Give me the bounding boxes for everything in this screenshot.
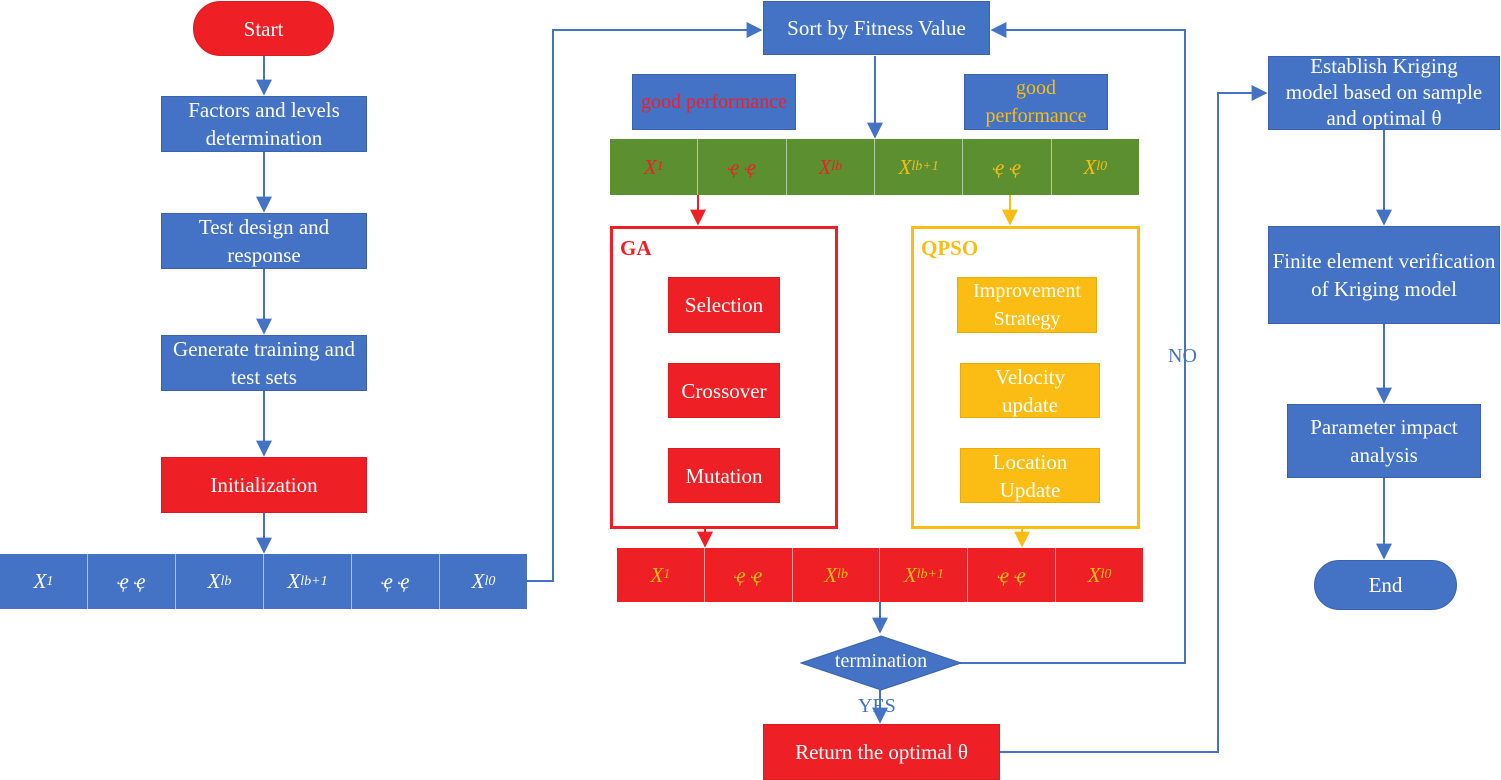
end-terminal: End xyxy=(1314,560,1457,610)
start-label: Start xyxy=(243,16,284,41)
return-optimal-label: Return the optimal θ xyxy=(795,740,968,764)
good-performance-qpso-box: good performance xyxy=(964,74,1108,130)
mutation-box: Mutation xyxy=(668,448,780,503)
population-cell: ҿ ҿ xyxy=(88,554,176,609)
termination-label: termination xyxy=(834,650,928,672)
generate-sets-label: Generate training and test sets xyxy=(173,337,355,389)
parameter-impact-box: Parameter impact analysis xyxy=(1287,404,1481,478)
updated-cell: ҿ ҿ xyxy=(705,548,793,602)
ga-title: GA xyxy=(620,236,652,260)
qpso-title: QPSO xyxy=(921,236,979,260)
location-update-label: Location Update xyxy=(992,449,1068,502)
test-design-label: Test design and response xyxy=(198,215,330,267)
generate-sets-box: Generate training and test sets xyxy=(161,335,367,391)
return-optimal-box: Return the optimal θ xyxy=(763,724,1000,780)
good-performance-ga-label: good performance xyxy=(640,91,788,113)
sort-fitness-box: Sort by Fitness Value xyxy=(763,1,990,55)
termination-diamond xyxy=(800,635,962,691)
no-label: NO xyxy=(1168,345,1197,367)
sorted-cell: ҿ ҿ xyxy=(963,139,1052,195)
sorted-cell: ҿ ҿ xyxy=(698,139,787,195)
initialization-box: Initialization xyxy=(161,457,367,513)
good-performance-ga-box: good performance xyxy=(632,74,796,130)
crossover-label: Crossover xyxy=(681,378,767,403)
updated-cell: ҿ ҿ xyxy=(968,548,1057,602)
crossover-box: Crossover xyxy=(668,363,780,418)
establish-kriging-box: Establish Kriging model based on sample … xyxy=(1268,56,1500,130)
parameter-impact-label: Parameter impact analysis xyxy=(1310,415,1458,467)
start-terminal: Start xyxy=(193,1,334,56)
sort-fitness-label: Sort by Fitness Value xyxy=(787,16,966,40)
population-cell: ҿ ҿ xyxy=(352,554,440,609)
velocity-update-label: Velocity update xyxy=(995,364,1065,417)
fem-verification-box: Finite element verification of Kriging m… xyxy=(1268,226,1500,324)
good-performance-qpso-label: good performance xyxy=(985,77,1087,127)
test-design-box: Test design and response xyxy=(161,213,367,269)
yes-label: YES xyxy=(858,695,896,717)
improvement-strategy-box: Improvement Strategy xyxy=(957,277,1097,333)
establish-kriging-label: Establish Kriging model based on sample … xyxy=(1285,56,1483,130)
factors-levels-label: Factors and levels determination xyxy=(188,98,340,150)
factors-levels-box: Factors and levels determination xyxy=(161,96,367,152)
end-label: End xyxy=(1368,573,1403,597)
improvement-strategy-label: Improvement Strategy xyxy=(973,280,1081,330)
velocity-update-box: Velocity update xyxy=(960,363,1100,418)
mutation-label: Mutation xyxy=(685,463,763,488)
initialization-label: Initialization xyxy=(210,473,318,497)
fem-verification-label: Finite element verification of Kriging m… xyxy=(1272,249,1496,301)
selection-label: Selection xyxy=(684,293,764,317)
ga-frame xyxy=(610,226,838,529)
selection-box: Selection xyxy=(668,277,780,333)
location-update-box: Location Update xyxy=(960,448,1100,503)
qpso-frame xyxy=(911,226,1140,529)
